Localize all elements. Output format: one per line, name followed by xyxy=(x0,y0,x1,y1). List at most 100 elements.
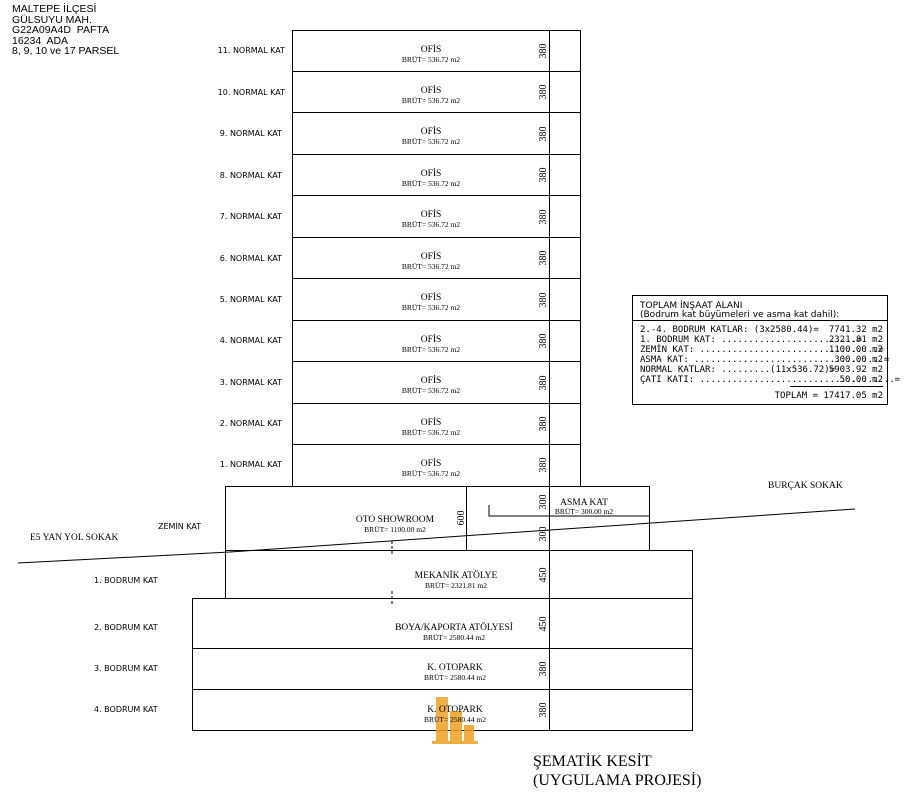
height-dimension: 380 xyxy=(538,417,549,432)
height-dimension: 380 xyxy=(538,251,549,266)
height-dimension: 380 xyxy=(538,210,549,225)
drawing-title-line: ŞEMATİK KESİT xyxy=(533,752,652,770)
floor-name: OFİS xyxy=(421,333,442,345)
floor-area: BRÜT= 536.72 m2 xyxy=(402,262,460,271)
mezzanine-area: BRÜT= 300.00 m2 xyxy=(555,507,613,516)
floor-name: OFİS xyxy=(421,374,442,386)
height-dimension: 380 xyxy=(538,85,549,100)
floor-name: K. OTOPARK xyxy=(427,705,483,715)
mezzanine-name: ASMA KAT xyxy=(560,498,608,508)
building-logo-icon xyxy=(432,697,478,744)
floor-area: BRÜT= 536.72 m2 xyxy=(402,137,460,146)
area-table-row-value: 50.00 m2 xyxy=(840,375,883,385)
ground-level-line xyxy=(17,508,856,564)
floor-name: BOYA/KAPORTA ATÖLYESİ xyxy=(395,621,513,633)
floor-area: BRÜT= 536.72 m2 xyxy=(402,303,460,312)
floor-area: BRÜT= 536.72 m2 xyxy=(402,179,460,188)
floor-label: 4. NORMAL KAT xyxy=(220,336,282,345)
height-dimension: 380 xyxy=(538,334,549,349)
floor-label: 9. NORMAL KAT xyxy=(220,129,282,138)
floor-name: MEKANİK ATÖLYE xyxy=(415,569,498,581)
height-dimension: 380 xyxy=(538,127,549,142)
area-table-row-label: ZEMİN KAT: .............................… xyxy=(640,344,884,355)
floor-area: BRÜT= 2580.44 m2 xyxy=(424,715,486,724)
project-info-line: 16234 ADA xyxy=(12,34,69,47)
floor-area: BRÜT= 536.72 m2 xyxy=(402,96,460,105)
floor-name: OFİS xyxy=(421,84,442,96)
area-table-row-value: 5903.92 m2 xyxy=(829,365,883,375)
floor-label: 10. NORMAL KAT xyxy=(218,88,285,97)
height-dimension: 380 xyxy=(538,168,549,183)
street-label-left: E5 YAN YOL SOKAK xyxy=(30,533,119,543)
area-table-frame xyxy=(632,295,888,405)
floor-area: BRÜT= 536.72 m2 xyxy=(402,386,460,395)
normal-floor-names: OFİS BRÜT= 536.72 m2 OFİS BRÜT= 536.72 m… xyxy=(402,43,460,478)
area-table-row-value: 2321.81 m2 xyxy=(829,335,883,345)
height-dimension: 450 xyxy=(538,617,549,632)
floor-name: OFİS xyxy=(421,457,442,469)
floor-label: 3. NORMAL KAT xyxy=(220,378,282,387)
floor-area: BRÜT= 536.72 m2 xyxy=(402,428,460,437)
floor-area: BRÜT= 536.72 m2 xyxy=(402,220,460,229)
floor-label: 8. NORMAL KAT xyxy=(220,171,282,180)
floor-label: 1. NORMAL KAT xyxy=(220,460,282,469)
project-info-line: MALTEPE İLÇESİ xyxy=(12,3,97,15)
normal-floor-labels: 11. NORMAL KAT 10. NORMAL KAT 9. NORMAL … xyxy=(218,46,285,469)
area-table-row-label: ASMA KAT: ..............................… xyxy=(640,355,890,365)
floor-label: 6. NORMAL KAT xyxy=(220,254,282,263)
floor-label: 2. NORMAL KAT xyxy=(220,419,282,428)
floor-name: OFİS xyxy=(421,167,442,179)
floor-name: OFİS xyxy=(421,291,442,303)
floor-name: OFİS xyxy=(421,250,442,262)
height-dimension: 300 xyxy=(538,495,549,510)
area-table-total: TOPLAM = 17417.05 m2 xyxy=(775,391,883,401)
area-table-row-label: 1. BODRUM KAT: .........................… xyxy=(640,335,863,345)
height-dimension: 380 xyxy=(538,293,549,308)
height-dimensions: 380 380 380 380 380 380 380 380 380 380 … xyxy=(456,44,549,718)
floor-area: BRÜT= 2580.44 m2 xyxy=(424,673,486,682)
floor-area: BRÜT= 2580.44 m2 xyxy=(423,633,485,642)
area-table-row-value: 1100.00 m2 xyxy=(829,345,883,355)
floor-name: OFİS xyxy=(421,125,442,137)
height-dimension: 380 xyxy=(538,376,549,391)
floor-label: 4. BODRUM KAT xyxy=(94,705,158,714)
project-info-line: G22A09A4D PAFTA xyxy=(12,24,110,36)
floor-label: 7. NORMAL KAT xyxy=(220,212,282,221)
floor-label: 11. NORMAL KAT xyxy=(218,46,285,55)
floor-name: OFİS xyxy=(421,416,442,428)
height-dimension: 380 xyxy=(538,44,549,59)
height-dimension: 450 xyxy=(538,568,549,583)
height-dimension: 380 xyxy=(538,703,549,718)
area-table-row-value: 7741.32 m2 xyxy=(829,325,883,335)
drawing-title-line: (UYGULAMA PROJESİ) xyxy=(533,771,701,789)
project-info-line: GÜLSUYU MAH. xyxy=(12,13,92,26)
floor-area: BRÜT= 536.72 m2 xyxy=(402,55,460,64)
floor-name: K. OTOPARK xyxy=(427,663,483,673)
height-dimension: 380 xyxy=(538,662,549,677)
area-table-row-label: NORMAL KATLAR: .........(11x536.72)= xyxy=(640,365,836,375)
project-info-line: 8, 9, 10 ve 17 PARSEL xyxy=(12,45,120,57)
ground-and-basement-text: ZEMİN KAT OTO SHOWROOM BRÜT= 1100.00 m2 … xyxy=(30,481,843,724)
floor-area: BRÜT= 536.72 m2 xyxy=(402,345,460,354)
height-dimension: 380 xyxy=(538,458,549,473)
floor-area: BRÜT= 2321.81 m2 xyxy=(425,581,487,590)
area-table-row-label: 2.-4. BODRUM KATLAR: (3x2580.44)= xyxy=(640,325,819,335)
street-label-right: BURÇAK SOKAK xyxy=(768,481,843,491)
floor-label: 5. NORMAL KAT xyxy=(220,295,282,304)
floor-name: OFİS xyxy=(421,43,442,55)
area-table-row-label: ÇATI KATI: .............................… xyxy=(640,375,901,385)
mezzanine-slab xyxy=(488,505,650,517)
area-table-subtitle: (Bodrum kat büyümeleri ve asma kat dahil… xyxy=(640,310,839,320)
area-table-row-value: 300.00 m2 xyxy=(834,355,883,365)
ground-floor-block xyxy=(225,486,650,551)
floor-name: OFİS xyxy=(421,208,442,220)
height-dimension: 600 xyxy=(456,511,467,526)
floor-area: BRÜT= 1100.00 m2 xyxy=(364,525,426,534)
area-summary-table: TOPLAM İNŞAAT ALANI (Bodrum kat büyümele… xyxy=(639,300,901,401)
floor-label: ZEMİN KAT xyxy=(158,521,201,531)
height-dimension: 300 xyxy=(538,527,549,542)
floor-label: 2. BODRUM KAT xyxy=(94,623,158,632)
drawing-title: ŞEMATİK KESİT (UYGULAMA PROJESİ) xyxy=(533,752,701,789)
